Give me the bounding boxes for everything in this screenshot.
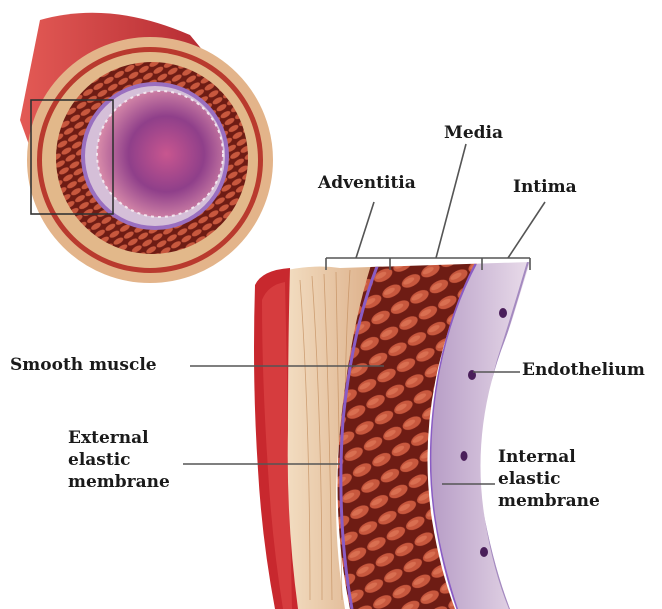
artery-cross-section [20,13,268,278]
layer-brackets [326,144,545,270]
label-intima: Intima [513,176,577,198]
label-external-elastic-membrane: External elastic membrane [68,427,170,493]
label-adventitia: Adventitia [318,172,416,194]
label-endothelium: Endothelium [522,359,645,381]
artery-wall-detail [254,262,530,609]
label-internal-elastic-membrane: Internal elastic membrane [498,446,600,512]
label-media: Media [444,122,503,144]
label-smooth-muscle: Smooth muscle [10,354,157,376]
